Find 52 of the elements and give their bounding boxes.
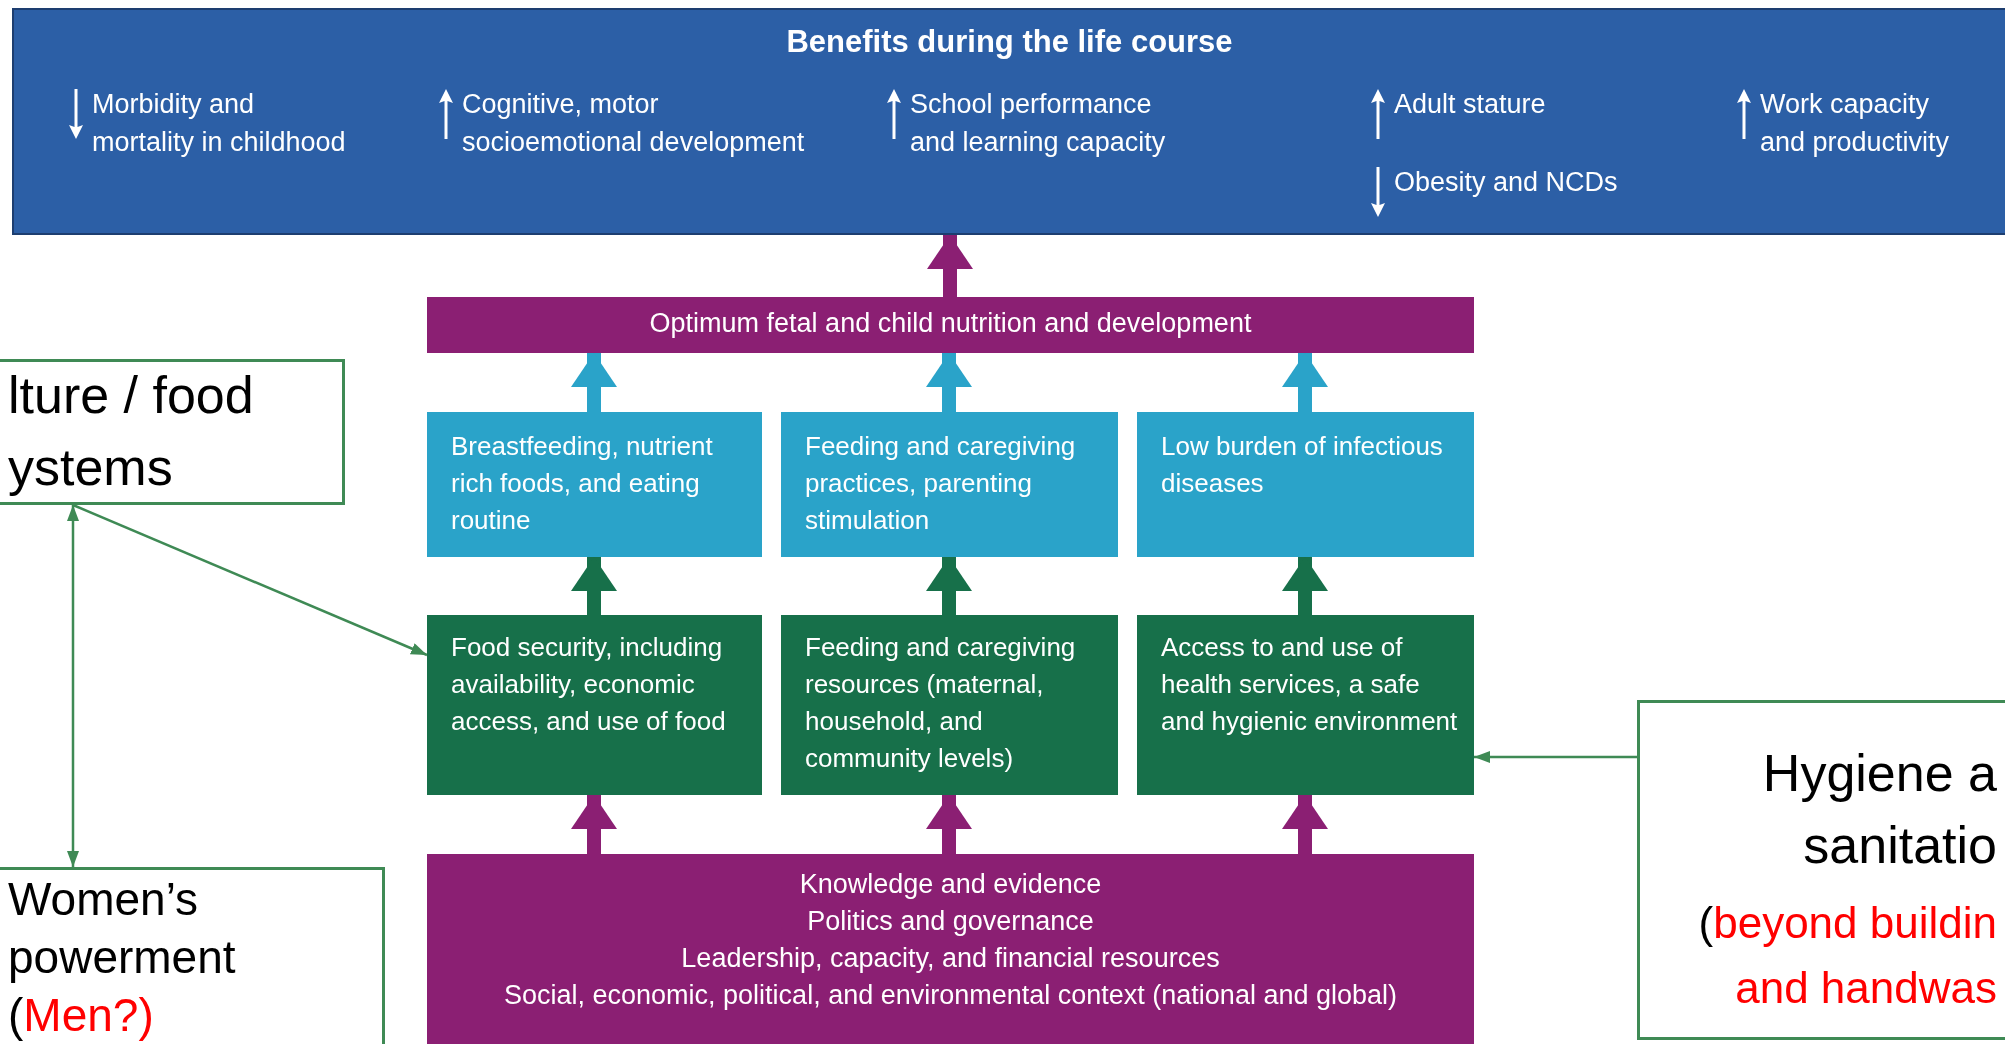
outcome-band: [427, 297, 1474, 353]
immediate-determinant-box: [781, 412, 1118, 557]
annotation-text: and handwas: [1735, 962, 1997, 1014]
annotation-text: Hygiene a: [1762, 743, 1997, 803]
block-arrow: [926, 353, 972, 412]
band-text: Optimum fetal and child nutrition and development: [648, 307, 1253, 340]
block-arrow: [926, 557, 972, 615]
box-text: Feeding and caregiving resources (maternal, household, and community levels): [804, 631, 1077, 775]
benefit-text: Cognitive, motor socioemotional development: [462, 88, 806, 159]
annotation-box: [1637, 700, 2005, 1040]
underlying-determinant-box: [427, 615, 762, 795]
annotation-text: (Men?): [8, 988, 154, 1043]
box-text: Food security, including availability, economic access, and use of food: [450, 631, 727, 738]
underlying-determinant-box: [781, 615, 1118, 795]
block-arrow: [1282, 795, 1328, 854]
basic-determinant-band: [427, 854, 1474, 1044]
annotation-text: ystems: [8, 437, 173, 498]
benefits-banner: [12, 8, 2005, 235]
annotation-text: Women’s: [8, 872, 199, 927]
box-text: Low burden of infectious diseases: [1160, 430, 1444, 500]
banner-title: Benefits during the life course: [785, 24, 1234, 60]
annotation-text: powerment: [8, 930, 236, 985]
benefit-text: Morbidity and mortality in childhood: [92, 88, 347, 159]
annotation-text: (beyond buildin: [1698, 897, 1997, 949]
block-arrow: [927, 235, 973, 297]
band-text: Leadership, capacity, and financial resources: [680, 942, 1221, 975]
annotation-box: [0, 359, 345, 505]
block-arrow: [1282, 557, 1328, 615]
band-text: Social, economic, political, and environmental context (national and global): [503, 979, 1398, 1012]
benefit-text: School performance and learning capacity: [910, 88, 1167, 159]
block-arrow: [926, 795, 972, 854]
immediate-determinant-box: [427, 412, 762, 557]
arrow: [1474, 751, 1637, 763]
band-text: Politics and governance: [806, 905, 1095, 938]
box-text: Access to and use of health services, a safe and hygienic environment: [1160, 631, 1459, 738]
block-arrow: [1282, 353, 1328, 412]
benefit-text: Work capacity and productivity: [1760, 88, 1951, 159]
band-text: Knowledge and evidence: [798, 868, 1103, 901]
block-arrow: [571, 353, 617, 412]
annotation-box: [0, 867, 385, 1044]
annotation-text: sanitatio: [1803, 815, 1997, 875]
immediate-determinant-box: [1137, 412, 1474, 557]
block-arrow: [571, 795, 617, 854]
benefit-text: Obesity and NCDs: [1394, 166, 1619, 199]
benefit-text: Adult stature: [1394, 88, 1547, 121]
underlying-determinant-box: [1137, 615, 1474, 795]
arrow: [67, 505, 79, 867]
annotation-text: lture / food: [8, 365, 254, 426]
box-text: Breastfeeding, nutrient rich foods, and eating routine: [450, 430, 714, 537]
arrow: [72, 503, 428, 657]
box-text: Feeding and caregiving practices, parenting stimulation: [804, 430, 1077, 537]
block-arrow: [571, 557, 617, 615]
